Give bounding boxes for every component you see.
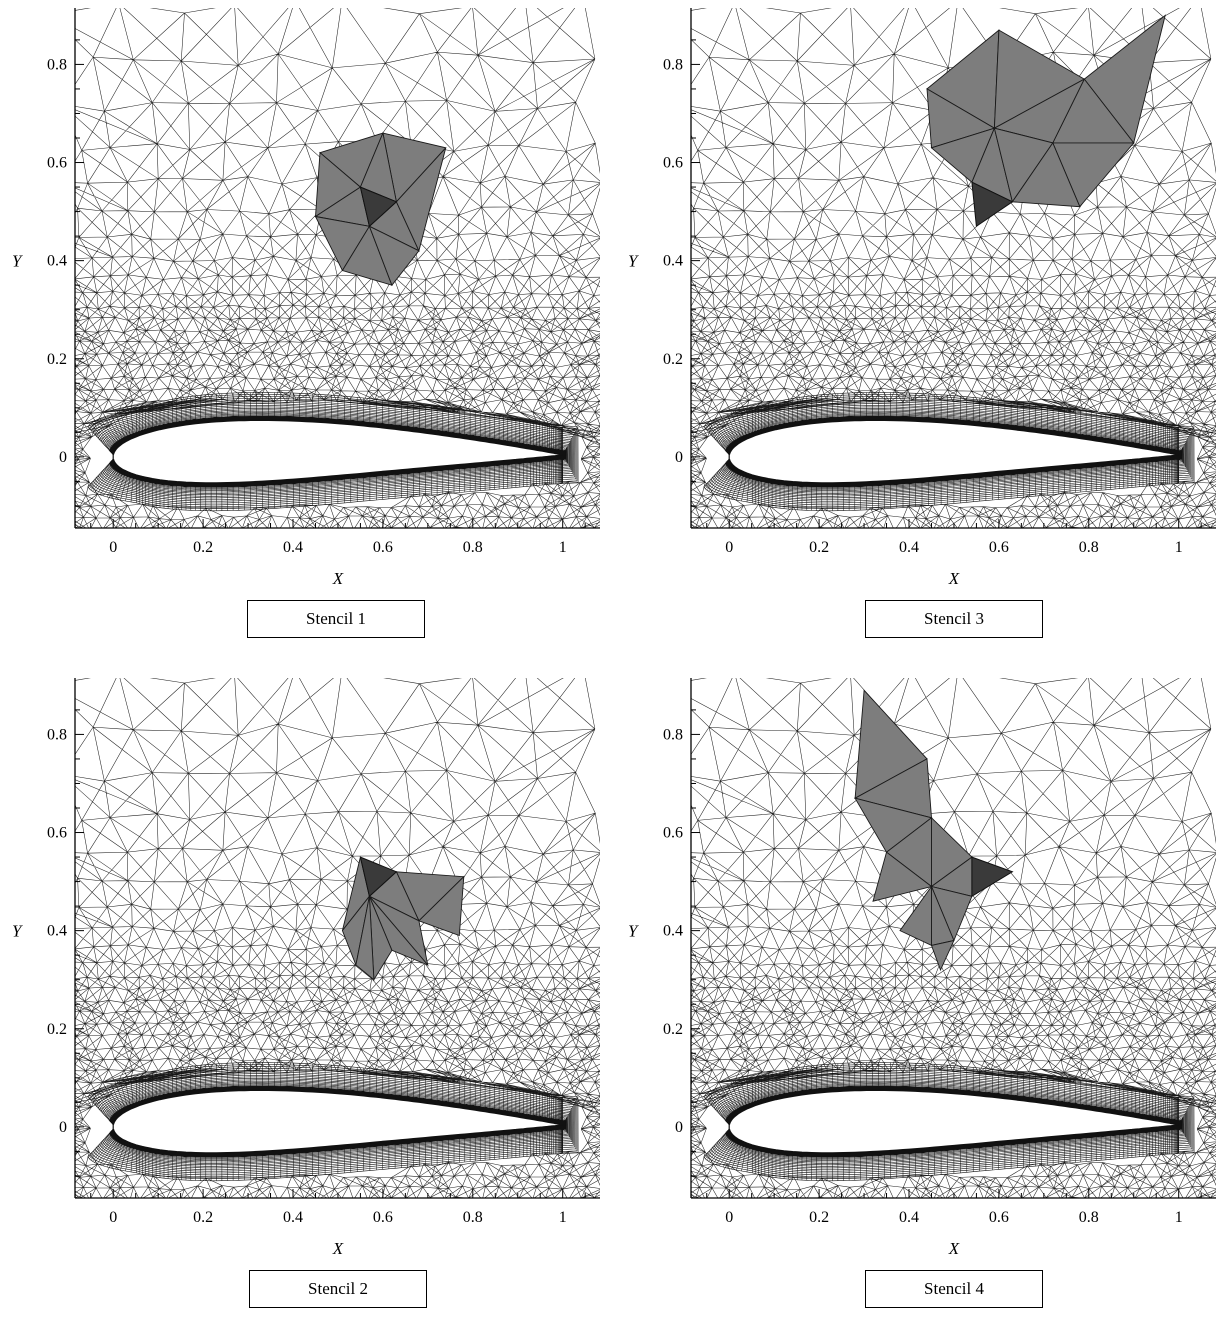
y-tick-label: 0.2 bbox=[663, 351, 683, 368]
x-tick-label: 0.2 bbox=[809, 1209, 829, 1226]
stencil bbox=[316, 133, 446, 285]
y-tick-label: 0.2 bbox=[47, 351, 67, 368]
y-tick-label: 0.6 bbox=[663, 155, 683, 172]
x-tick-label: 0 bbox=[725, 1209, 733, 1226]
x-tick-label: 0.6 bbox=[989, 539, 1009, 556]
x-tick-label: 0.2 bbox=[809, 539, 829, 556]
x-tick-label: 0.4 bbox=[283, 1209, 303, 1226]
y-axis-label: Y bbox=[12, 252, 23, 271]
y-tick-label: 0.6 bbox=[663, 825, 683, 842]
y-axis-label: Y bbox=[12, 922, 23, 941]
x-tick-label: 1 bbox=[559, 539, 567, 556]
y-tick-label: 0 bbox=[675, 1119, 683, 1136]
x-tick-label: 0.8 bbox=[463, 539, 483, 556]
stencil bbox=[342, 857, 463, 980]
x-axis-label: X bbox=[948, 569, 960, 588]
x-tick-label: 0.4 bbox=[899, 539, 919, 556]
y-tick-label: 0.8 bbox=[663, 56, 683, 73]
x-tick-label: 0.4 bbox=[283, 539, 303, 556]
stencil bbox=[927, 15, 1165, 226]
x-axis-label: X bbox=[948, 1239, 960, 1258]
x-tick-label: 0.8 bbox=[463, 1209, 483, 1226]
x-tick-label: 0 bbox=[109, 539, 117, 556]
stencil bbox=[855, 690, 1012, 970]
stencil-caption: Stencil 3 bbox=[865, 600, 1043, 638]
x-tick-label: 1 bbox=[559, 1209, 567, 1226]
y-axis-label: Y bbox=[628, 922, 639, 941]
mesh-plot: 0 0.2 0.4 0.6 0.8 1 0 0.2 0.4 0.6 0.8X Y bbox=[0, 670, 608, 1325]
mesh-plot: 0 0.2 0.4 0.6 0.8 1 0 0.2 0.4 0.6 0.8X Y bbox=[616, 670, 1216, 1325]
y-tick-label: 0.4 bbox=[663, 923, 683, 940]
x-tick-label: 0.6 bbox=[989, 1209, 1009, 1226]
plot-area bbox=[50, 0, 609, 531]
x-tick-label: 0.4 bbox=[899, 1209, 919, 1226]
stencil-caption: Stencil 4 bbox=[865, 1270, 1043, 1308]
y-tick-label: 0.2 bbox=[47, 1021, 67, 1038]
x-axis-label: X bbox=[332, 569, 344, 588]
plot-area bbox=[50, 670, 609, 1201]
stencil-caption: Stencil 1 bbox=[247, 600, 425, 638]
plot-area bbox=[666, 670, 1216, 1201]
y-tick-label: 0.6 bbox=[47, 155, 67, 172]
y-tick-label: 0 bbox=[59, 449, 67, 466]
x-tick-label: 0 bbox=[725, 539, 733, 556]
y-tick-label: 0.6 bbox=[47, 825, 67, 842]
x-tick-label: 0.6 bbox=[373, 1209, 393, 1226]
y-tick-label: 0.4 bbox=[47, 253, 67, 270]
stencil-cell bbox=[900, 887, 932, 946]
y-tick-label: 0.4 bbox=[663, 253, 683, 270]
x-tick-label: 0.8 bbox=[1079, 539, 1099, 556]
x-tick-label: 1 bbox=[1175, 1209, 1183, 1226]
x-tick-label: 1 bbox=[1175, 539, 1183, 556]
y-tick-label: 0.8 bbox=[47, 726, 67, 743]
plot-area bbox=[666, 0, 1216, 531]
x-tick-label: 0 bbox=[109, 1209, 117, 1226]
stencil-caption: Stencil 2 bbox=[249, 1270, 427, 1308]
x-tick-label: 0.2 bbox=[193, 1209, 213, 1226]
x-tick-label: 0.6 bbox=[373, 539, 393, 556]
y-tick-label: 0 bbox=[59, 1119, 67, 1136]
y-tick-label: 0.4 bbox=[47, 923, 67, 940]
mesh-plot: 0 0.2 0.4 0.6 0.8 1 0 0.2 0.4 0.6 0.8X Y bbox=[616, 0, 1216, 655]
x-tick-label: 0.2 bbox=[193, 539, 213, 556]
x-axis-label: X bbox=[332, 1239, 344, 1258]
x-tick-label: 0.8 bbox=[1079, 1209, 1099, 1226]
y-tick-label: 0.8 bbox=[663, 726, 683, 743]
y-axis-label: Y bbox=[628, 252, 639, 271]
target-cell bbox=[972, 857, 1013, 896]
y-tick-label: 0.2 bbox=[663, 1021, 683, 1038]
mesh-plot: 0 0.2 0.4 0.6 0.8 1 0 0.2 0.4 0.6 0.8X Y bbox=[0, 0, 608, 655]
y-tick-label: 0 bbox=[675, 449, 683, 466]
y-tick-label: 0.8 bbox=[47, 56, 67, 73]
